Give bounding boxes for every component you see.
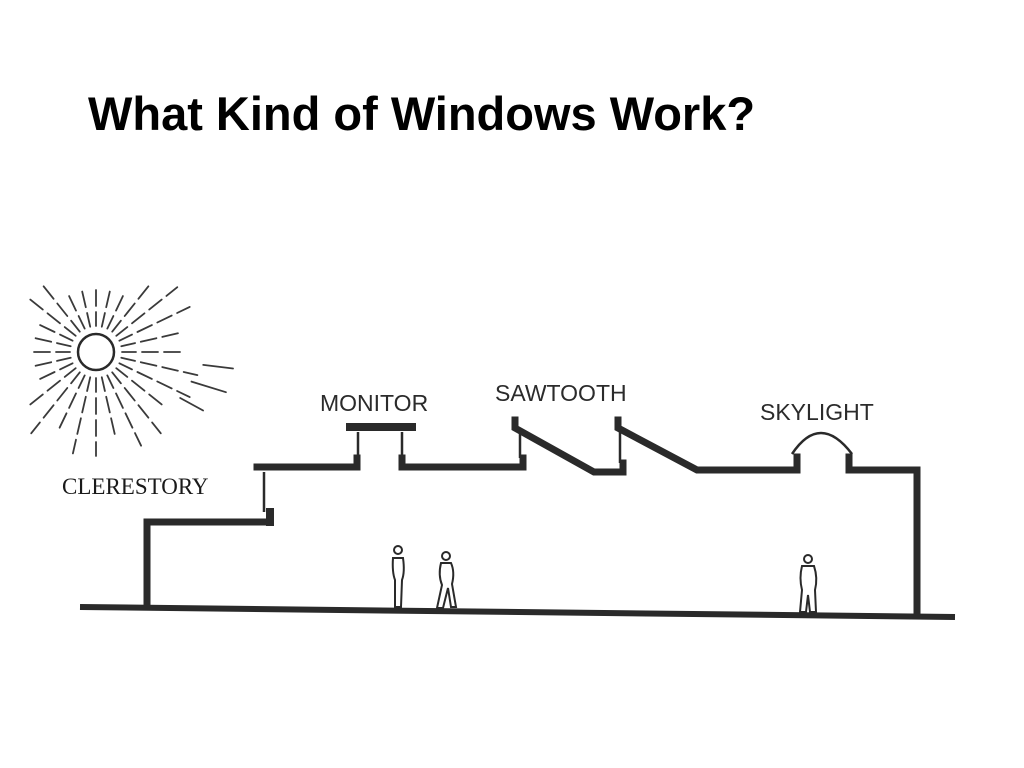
sun-ray [131,312,146,325]
sun-ray [115,295,124,312]
sun-ray [56,387,69,402]
sun-ray [56,356,72,362]
sun-ray [190,380,227,394]
sun-ray [115,326,129,337]
sun-ray [105,290,111,309]
sun-ray [161,366,179,372]
sun-ray [70,319,81,333]
sun-ray [59,333,74,342]
sun-ray [76,417,82,435]
person-figure [435,551,458,609]
sun-ray [118,333,133,342]
sun-ray [182,371,199,377]
sun-ray [42,285,55,300]
sun-ray [156,314,173,324]
sun-ray [161,332,179,338]
person-figure [798,554,818,613]
sun-ray [81,290,87,309]
sun-ray [56,342,72,348]
sun-ray [123,302,136,317]
sun-ray [115,367,129,378]
monitor-label: MONITOR [320,390,428,416]
ground-line [79,604,956,620]
sun-ray [148,298,163,311]
sun-ray [42,404,55,419]
clerestory-label: CLERESTORY [62,474,209,499]
sun-ray [77,374,86,389]
sun-ray [56,302,69,317]
sun-ray [72,438,77,455]
sun-ray [165,286,179,297]
sun-ray [118,362,133,371]
sun-ray [110,417,116,435]
skylight-label: SKYLIGHT [760,399,874,425]
sun-ray [34,337,53,343]
sun-ray [81,395,87,414]
sun-ray [137,285,150,300]
person-figure [391,545,405,608]
sun-ray [151,421,162,435]
sun-ray [77,315,86,330]
sun-ray [46,312,61,325]
sun-ray [111,319,122,333]
sun-ray [68,295,77,312]
sun-ray [63,326,77,337]
sun-ray [86,312,92,328]
sun-ray [115,392,124,409]
sun-ray [137,404,150,419]
sun-ray [136,324,153,333]
sun-ray [46,379,61,392]
sun-ray [176,390,191,399]
sun-ray [139,337,158,343]
sun-ray [106,374,115,389]
sun-ray [123,387,136,402]
sun-ray [58,412,68,429]
sun-ray [139,361,158,367]
sun-ray [106,315,115,330]
slide-title: What Kind of Windows Work? [88,87,756,140]
monitor-section [346,423,527,471]
sun-ray [63,367,77,378]
sun-ray [39,371,56,380]
sun-ray [202,363,234,370]
sun-ray [120,356,136,362]
sun-ray [29,393,44,406]
skylight-section [790,431,921,616]
sun-ray [86,376,92,392]
sun-ray [70,371,81,385]
sun-ray [68,392,77,409]
sun-ray [134,432,143,447]
sun-ray [29,298,44,311]
sun-ray [120,342,136,348]
sun-ray [111,371,122,385]
sun-ray [176,305,191,314]
sun-ray [156,380,173,390]
sun-icon [29,285,234,457]
sun-ray [34,361,53,367]
sun-ray [136,371,153,380]
sun-ray [30,421,41,435]
sun-ray [59,362,74,371]
sun-ray [39,324,56,333]
sun-ray [100,312,106,328]
sawtooth-section [511,416,801,476]
sun-ray [100,376,106,392]
sun-ray [105,395,111,414]
sun-ray [131,379,146,392]
sun-ray [148,393,163,406]
sawtooth-label: SAWTOOTH [495,380,627,406]
sun-ray [179,397,205,412]
clerestory-section [143,454,361,610]
sun-ray [124,412,134,429]
